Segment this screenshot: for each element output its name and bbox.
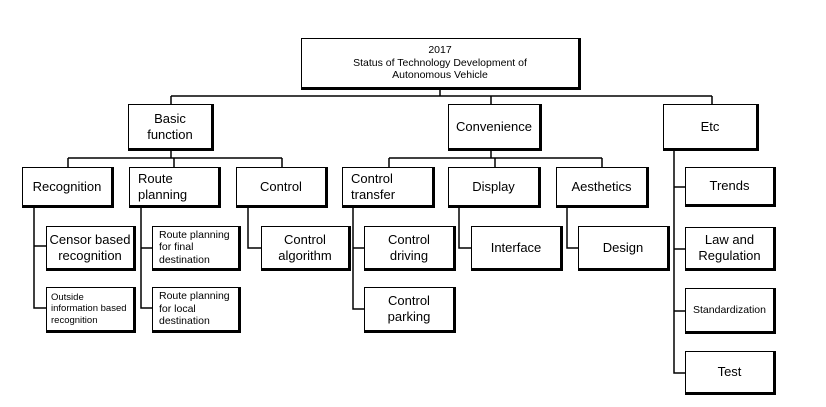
leaf-test: Test bbox=[685, 351, 776, 395]
leaf-control-driving: Control driving bbox=[364, 226, 456, 271]
node-control: Control bbox=[236, 167, 328, 208]
node-display: Display bbox=[448, 167, 541, 208]
leaf-control-parking: Control parking bbox=[364, 287, 456, 333]
leaf-standardization: Standardization bbox=[685, 288, 776, 334]
leaf-route-planning-local: Route planning for local destination bbox=[152, 287, 241, 333]
node-aesthetics: Aesthetics bbox=[556, 167, 649, 208]
leaf-outside-information-recognition: Outside information based recognition bbox=[46, 287, 136, 333]
node-route-planning: Route planning bbox=[129, 167, 221, 208]
leaf-trends: Trends bbox=[685, 167, 776, 207]
category-convenience: Convenience bbox=[448, 104, 542, 151]
leaf-censor-based-recognition: Censor based recognition bbox=[46, 226, 136, 271]
leaf-law-and-regulation: Law and Regulation bbox=[685, 227, 776, 271]
category-basic-function: Basic function bbox=[128, 104, 214, 151]
node-control-transfer: Control transfer bbox=[342, 167, 435, 208]
root-box: 2017 Status of Technology Development of… bbox=[301, 38, 581, 90]
leaf-route-planning-final: Route planning for final destination bbox=[152, 226, 241, 271]
node-recognition: Recognition bbox=[22, 167, 114, 208]
leaf-design: Design bbox=[578, 226, 670, 271]
category-etc: Etc bbox=[663, 104, 759, 151]
root-title: 2017 Status of Technology Development of… bbox=[353, 44, 527, 82]
leaf-interface: Interface bbox=[471, 226, 563, 271]
leaf-control-algorithm: Control algorithm bbox=[261, 226, 351, 271]
